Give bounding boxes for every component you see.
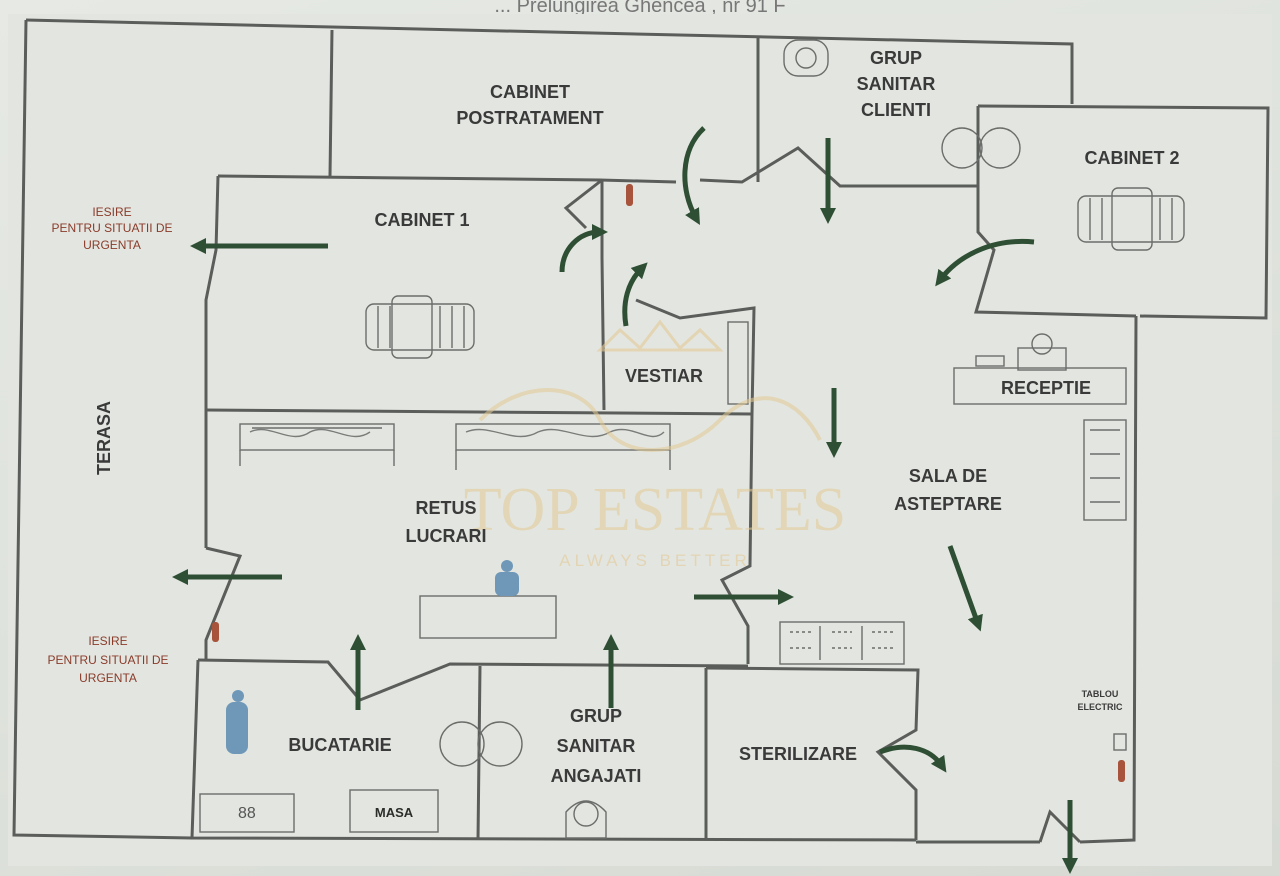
dental-chair-icon xyxy=(1077,187,1185,251)
label-tablou-electric-2: ELECTRIC xyxy=(1078,702,1124,712)
header-text: ... Prelungirea Ghencea , nr 91 F xyxy=(494,0,785,17)
toilet-icon xyxy=(783,39,829,77)
watermark-brand: TOP ESTATES xyxy=(464,476,847,544)
person-icon xyxy=(495,560,519,596)
label-vestiar: VESTIAR xyxy=(625,366,703,386)
emergency-exit-labels: IESIRE PENTRU SITUATII DE URGENTA IESIRE… xyxy=(47,205,172,685)
label-receptie: RECEPTIE xyxy=(1001,378,1091,398)
bench-icon xyxy=(239,423,395,466)
label-grup-sanitar-angajati-2: SANITAR xyxy=(557,736,636,756)
arrow-icon xyxy=(559,224,608,273)
arrow-icon xyxy=(622,262,648,327)
label-terasa: TERASA xyxy=(94,401,114,475)
exit-label-top-2: PENTRU SITUATII DE xyxy=(51,221,172,235)
work-desk xyxy=(419,595,557,639)
ornament-icon xyxy=(478,388,822,452)
exit-label-top-3: URGENTA xyxy=(83,238,141,252)
extinguisher-icon xyxy=(212,622,219,642)
label-grup-sanitar-angajati-1: GRUP xyxy=(570,706,622,726)
watermark: TOP ESTATES ALWAYS BETTER xyxy=(464,319,847,570)
arrow-icon xyxy=(935,238,1035,287)
exit-label-top-1: IESIRE xyxy=(92,205,131,219)
extinguisher-icons xyxy=(212,184,1125,782)
dental-chair-icon xyxy=(365,295,475,359)
electric-panel-icon xyxy=(1113,733,1127,751)
bench-icon xyxy=(455,423,671,470)
arrow-icon xyxy=(682,126,706,225)
label-tablou-electric-1: TABLOU xyxy=(1082,689,1119,699)
extinguisher-icon xyxy=(626,184,633,206)
label-sterilizare: STERILIZARE xyxy=(739,744,857,764)
label-grup-sanitar-angajati-3: ANGAJATI xyxy=(551,766,642,786)
watermark-tagline: ALWAYS BETTER xyxy=(559,551,751,570)
label-cabinet-postratament-1: CABINET xyxy=(490,82,570,102)
label-cabinet-postratament-2: POSTRATAMENT xyxy=(456,108,603,128)
stove-icon xyxy=(199,793,295,833)
walls xyxy=(12,18,1270,844)
arrow-icon xyxy=(947,545,983,632)
reception-desk xyxy=(953,333,1127,405)
table-icon xyxy=(349,789,439,833)
sofa-icon xyxy=(779,621,905,665)
crown-icon xyxy=(596,319,724,352)
label-grup-sanitar-clienti-3: CLIENTI xyxy=(861,100,931,120)
stove-burners-icon: 88 xyxy=(238,805,256,822)
sink-icon xyxy=(439,721,523,767)
person-icons xyxy=(226,560,519,754)
label-sala-de-asteptare-1: SALA DE xyxy=(909,466,987,486)
label-bucatarie: BUCATARIE xyxy=(288,735,391,755)
label-retus-lucrari-1: RETUS xyxy=(415,498,476,518)
label-cabinet-2: CABINET 2 xyxy=(1084,148,1179,168)
sofa-icon xyxy=(1083,419,1127,521)
exit-label-bottom-1: IESIRE xyxy=(88,634,127,648)
evacuation-arrows xyxy=(171,126,1079,875)
toilet-icon xyxy=(565,800,607,839)
label-retus-lucrari-2: LUCRARI xyxy=(406,526,487,546)
label-masa: MASA xyxy=(375,805,414,820)
paper-sheet xyxy=(8,14,1272,866)
sink-icon xyxy=(941,127,1021,169)
arrow-icon xyxy=(879,744,947,773)
label-sala-de-asteptare-2: ASTEPTARE xyxy=(894,494,1002,514)
exit-label-bottom-2: PENTRU SITUATII DE xyxy=(47,653,168,667)
exit-label-bottom-3: URGENTA xyxy=(79,671,137,685)
person-icon xyxy=(226,690,248,754)
label-grup-sanitar-clienti-2: SANITAR xyxy=(857,74,936,94)
label-grup-sanitar-clienti-1: GRUP xyxy=(870,48,922,68)
furniture xyxy=(199,39,1185,839)
extinguisher-icon xyxy=(1118,760,1125,782)
room-labels: CABINET POSTRATAMENT GRUP SANITAR CLIENT… xyxy=(94,48,1180,820)
label-cabinet-1: CABINET 1 xyxy=(374,210,469,230)
